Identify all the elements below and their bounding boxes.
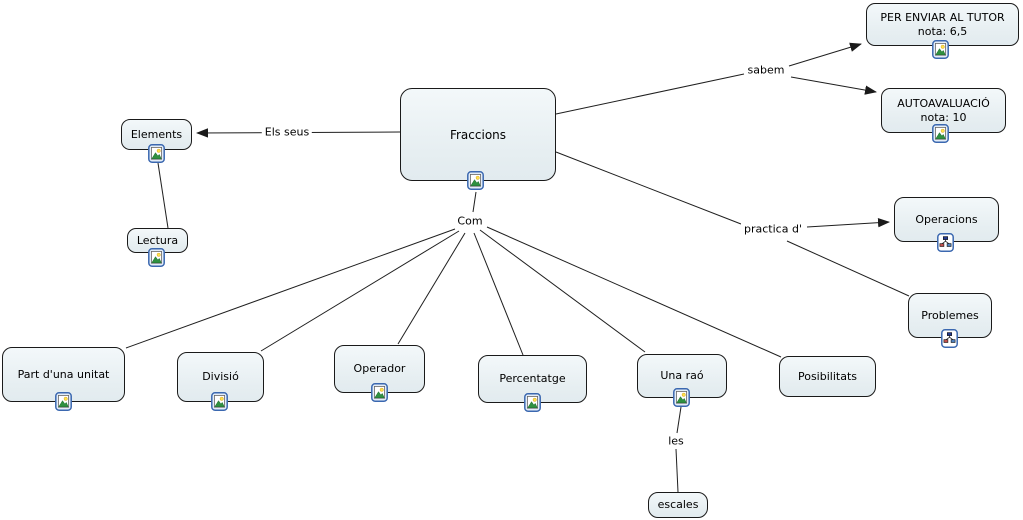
link-com-una-rao [479,229,646,353]
node-label-line1: PER ENVIAR AL TUTOR [880,10,1005,24]
image-resource-icon[interactable] [148,144,165,163]
image-resource-icon[interactable] [673,388,690,407]
node-label: escales [657,498,699,511]
node-label: PER ENVIAR AL TUTOR nota: 6,5 [880,11,1004,39]
link-les-escales [675,448,679,493]
node-label: Percentatge [499,372,566,385]
image-resource-icon[interactable] [467,171,484,190]
link-com-divisio [260,230,460,352]
image-resource-icon[interactable] [371,383,388,402]
node-posibilitats[interactable]: Posibilitats [779,356,876,397]
node-label: Operador [353,362,406,375]
link-una-rao-les [676,406,682,434]
image-resource-icon[interactable] [55,392,72,411]
link-label-com[interactable]: Com [454,214,486,228]
node-label-line2: nota: 10 [920,110,967,124]
link-fraccions-sabem [555,73,745,115]
node-label-line2: nota: 6,5 [917,24,968,38]
link-fraccions-com [472,191,477,213]
node-label: AUTOAVALUACIÓ nota: 10 [897,97,989,125]
node-label: Elements [130,127,183,141]
link-com-part-unitat [125,228,456,349]
link-sabem-autoavaluacio [790,76,877,95]
concept-map-resource-icon[interactable] [937,233,954,252]
image-resource-icon[interactable] [932,124,949,143]
link-label-les[interactable]: les [665,434,687,448]
image-resource-icon[interactable] [148,248,165,267]
node-label: Divisió [202,370,239,383]
link-com-posibilitats [486,226,782,358]
link-practica-problemes [786,240,910,297]
link-label-els-seus[interactable]: Els seus [261,125,313,139]
link-practica-operacions [806,217,890,228]
link-com-percentatge [473,232,524,356]
link-sabem-tutor [788,42,862,67]
node-fraccions[interactable]: Fraccions [400,88,556,181]
node-autoavaluacio[interactable]: AUTOAVALUACIÓ nota: 10 [881,88,1006,133]
node-escales[interactable]: escales [648,492,708,518]
node-label: Problemes [921,308,979,322]
node-label: Fraccions [449,127,507,142]
image-resource-icon[interactable] [524,393,541,412]
node-label: Una raó [660,369,704,382]
node-label-line1: AUTOAVALUACIÓ [897,96,990,110]
image-resource-icon[interactable] [211,392,228,411]
link-label-sabem[interactable]: sabem [744,63,788,77]
link-elements-lectura [157,162,169,229]
image-resource-icon[interactable] [932,40,949,59]
link-com-operador [397,232,466,345]
node-per-enviar-al-tutor[interactable]: PER ENVIAR AL TUTOR nota: 6,5 [866,3,1019,46]
node-label: Operacions [915,212,978,226]
node-label: Lectura [136,233,179,247]
link-label-practica-d[interactable]: practica d' [741,222,805,236]
node-label: Part d'una unitat [17,367,110,381]
link-fraccions-practica [555,151,742,225]
node-label: Posibilitats [797,369,857,383]
concept-map-resource-icon[interactable] [941,329,958,348]
